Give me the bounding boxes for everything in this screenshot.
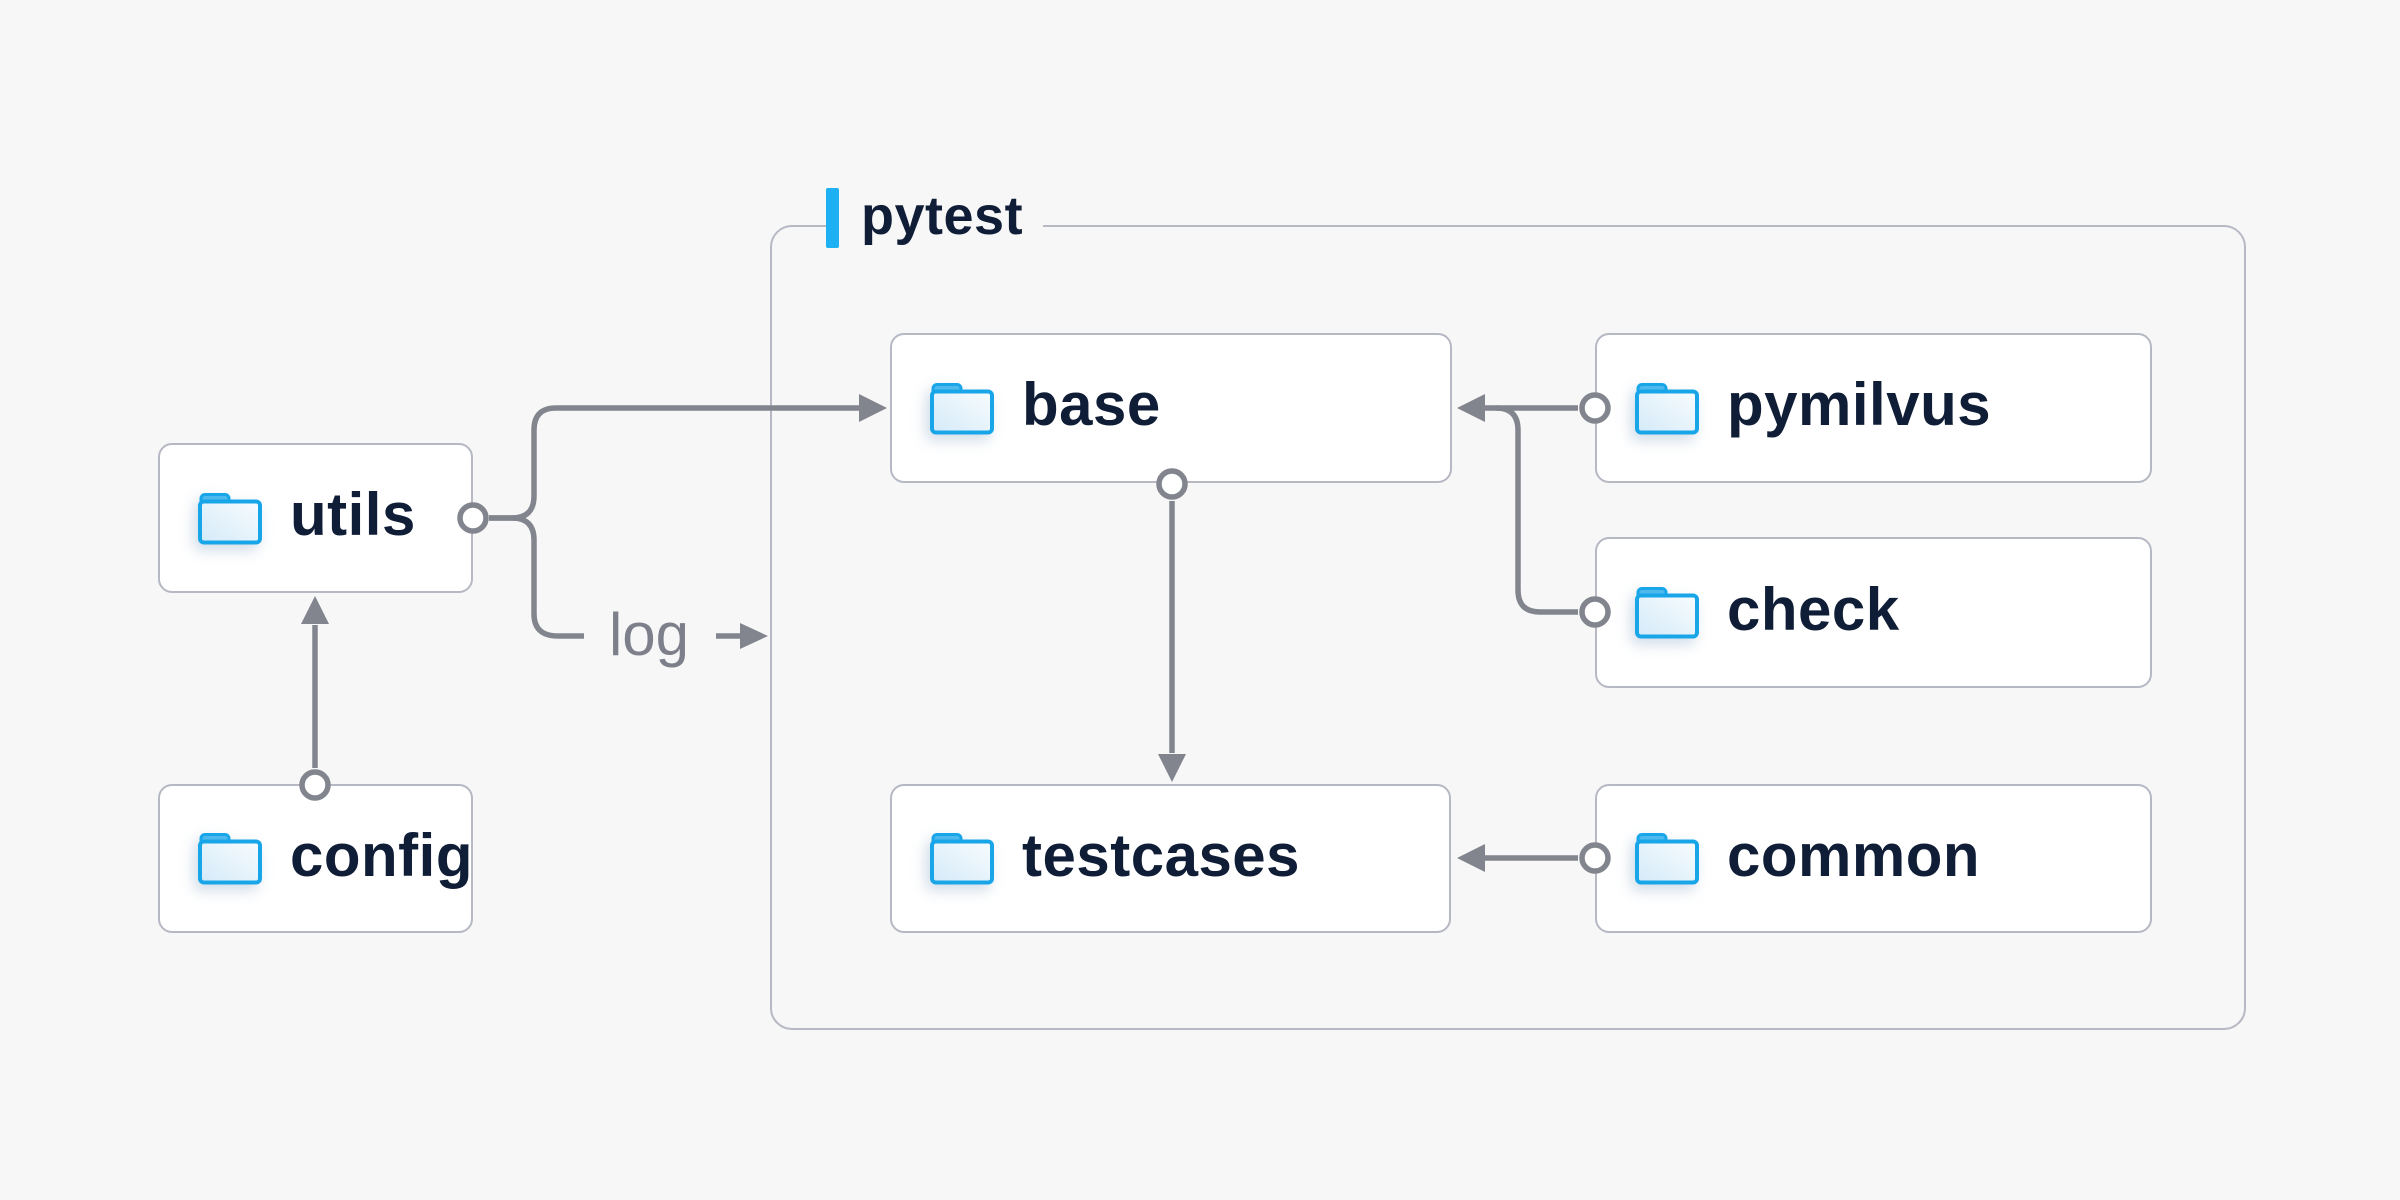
folder-icon	[1635, 382, 1699, 434]
edge-utils-log	[489, 515, 584, 639]
node-common-label: common	[1727, 821, 1981, 889]
folder-body	[930, 389, 994, 434]
pytest-group-label-text: pytest	[861, 186, 1024, 246]
node-pymilvus-label: pymilvus	[1727, 371, 1992, 438]
pytest-group-label: pytest	[826, 186, 1044, 250]
folder-icon	[1635, 833, 1699, 885]
node-config: config	[158, 784, 473, 933]
node-check-label: check	[1727, 575, 1900, 643]
node-check: check	[1595, 537, 2152, 688]
folder-icon	[1635, 587, 1699, 639]
node-base-label: base	[1022, 371, 1161, 438]
folder-icon	[198, 492, 262, 544]
node-utils: utils	[158, 443, 473, 593]
node-utils-label: utils	[290, 481, 416, 548]
arrowhead-log	[740, 623, 768, 649]
node-config-label: config	[290, 821, 473, 889]
folder-icon	[930, 382, 994, 434]
folder-body	[1635, 839, 1699, 885]
node-common: common	[1595, 784, 2152, 933]
folder-body	[198, 499, 262, 544]
folder-body	[930, 839, 994, 885]
arrowhead-into-utils	[301, 596, 329, 624]
folder-icon	[198, 833, 262, 885]
folder-body	[1635, 593, 1699, 639]
folder-body	[198, 839, 262, 885]
accent-bar-icon	[826, 188, 839, 248]
node-base: base	[890, 333, 1452, 483]
node-testcases: testcases	[890, 784, 1451, 933]
pytest-group: pytest	[770, 186, 2246, 1030]
node-pymilvus: pymilvus	[1595, 333, 2152, 483]
folder-icon	[930, 833, 994, 885]
edge-label-log: log	[608, 601, 690, 668]
node-testcases-label: testcases	[1022, 821, 1301, 889]
folder-body	[1635, 389, 1699, 434]
